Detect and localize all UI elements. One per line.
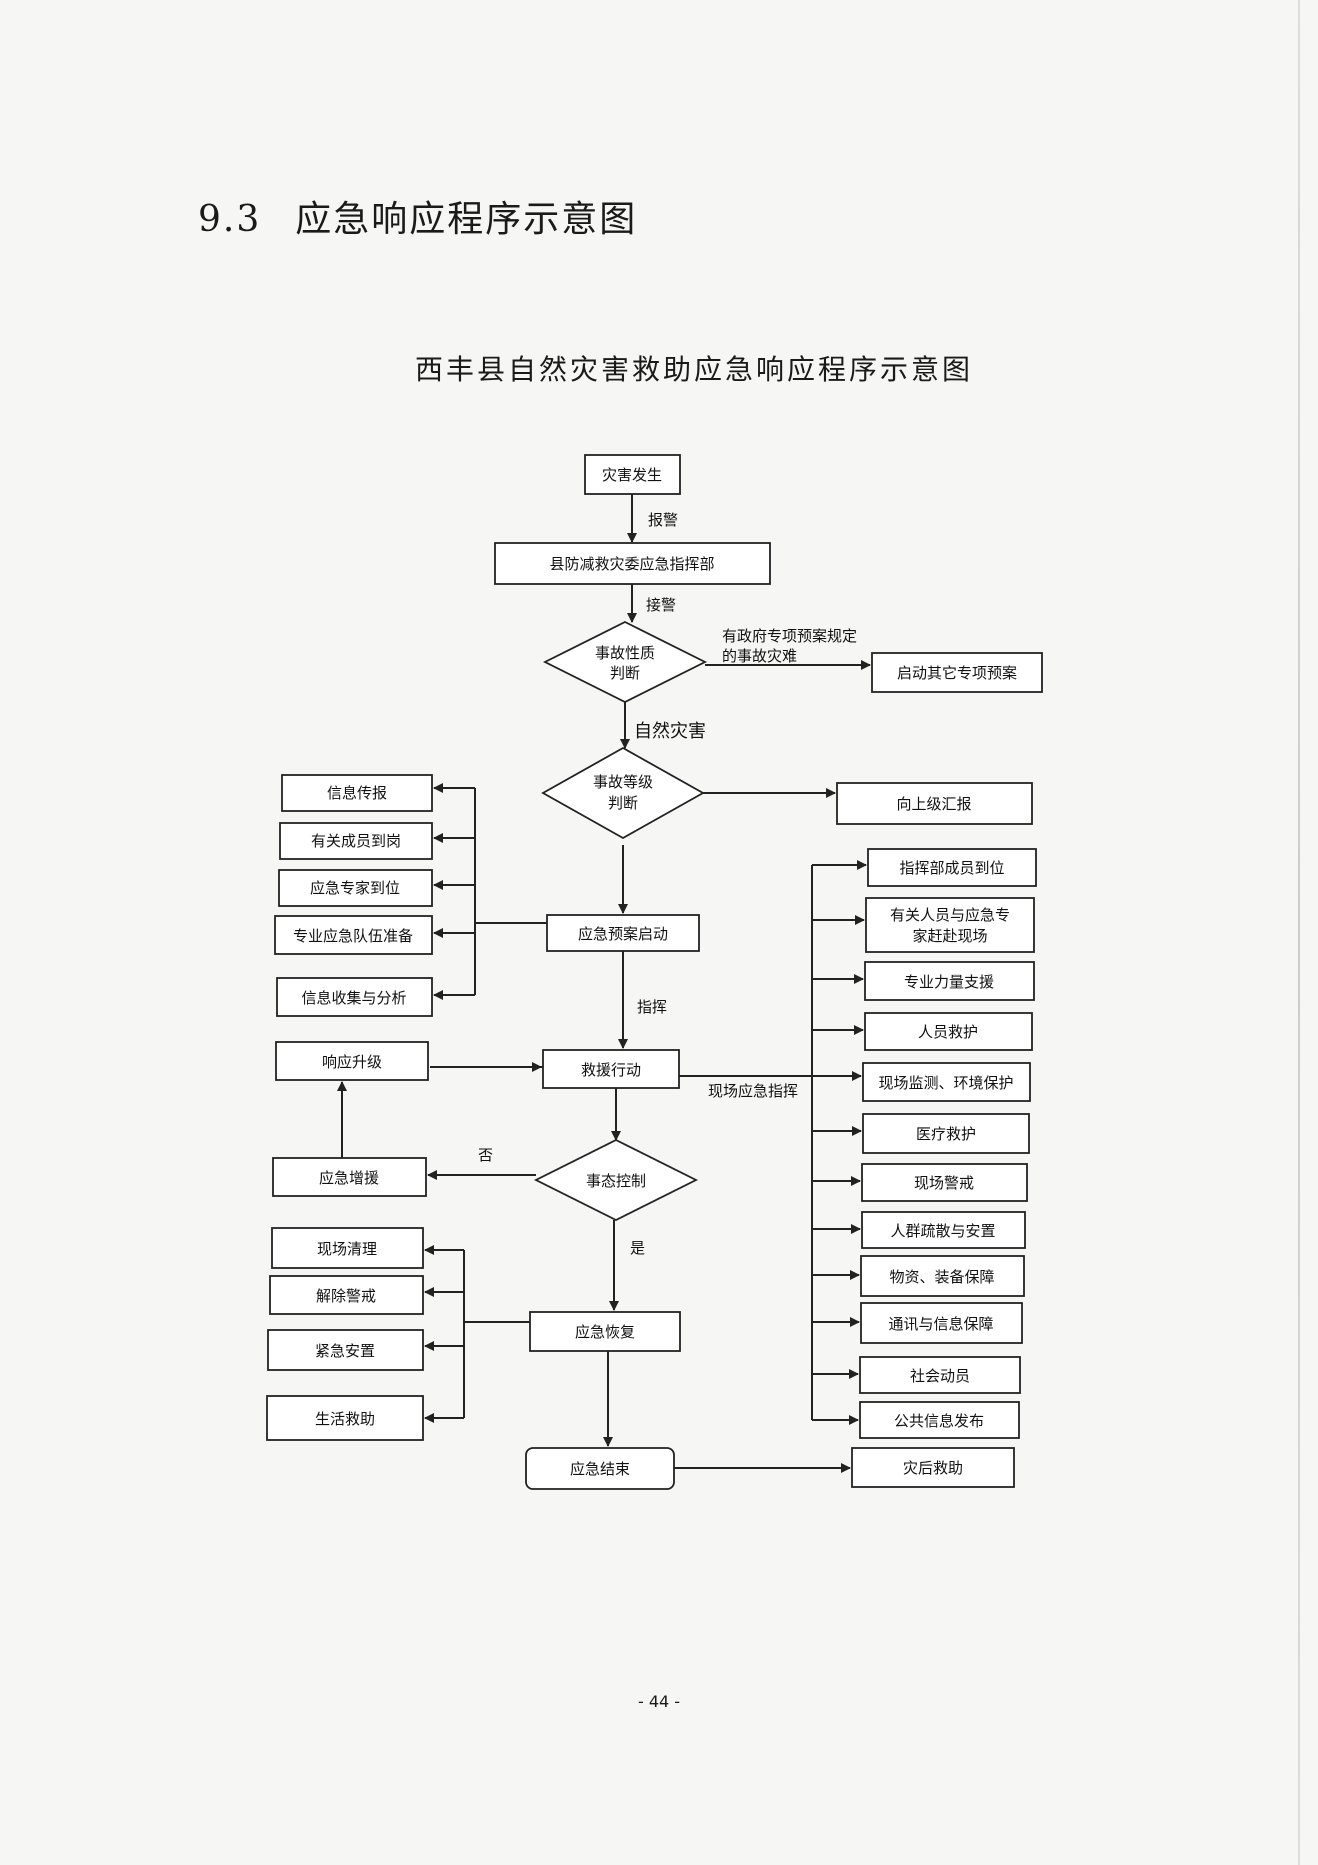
left-branch xyxy=(433,783,547,1000)
svg-text:现场警戒: 现场警戒 xyxy=(914,1174,974,1192)
svg-text:救援行动: 救援行动 xyxy=(581,1061,641,1079)
right-branch xyxy=(811,860,867,1425)
svg-text:人群疏散与安置: 人群疏散与安置 xyxy=(890,1222,995,1240)
left-item-2: 应急专家到位 xyxy=(278,869,433,907)
svg-text:县防减救灾委应急指挥部: 县防减救灾委应急指挥部 xyxy=(549,555,714,573)
right-item-10: 社会动员 xyxy=(859,1356,1021,1394)
svg-text:社会动员: 社会动员 xyxy=(910,1367,970,1385)
svg-text:公共信息发布: 公共信息发布 xyxy=(894,1412,984,1430)
node-disaster-occurs: 灾害发生 xyxy=(584,454,681,495)
node-rescue-action: 救援行动 xyxy=(542,1049,680,1089)
svg-text:医疗救护: 医疗救护 xyxy=(916,1125,976,1143)
label-yes: 是 xyxy=(630,1239,645,1257)
label-receive-alarm: 接警 xyxy=(646,596,676,614)
right-item-0: 指挥部成员到位 xyxy=(867,848,1037,887)
svg-text:紧急安置: 紧急安置 xyxy=(315,1342,375,1360)
svg-text:人员救护: 人员救护 xyxy=(918,1023,978,1041)
svg-text:有关人员与应急专: 有关人员与应急专 xyxy=(890,906,1010,924)
node-plan-start: 应急预案启动 xyxy=(546,914,700,952)
right-item-8: 物资、装备保障 xyxy=(860,1255,1025,1297)
svg-text:专业力量支援: 专业力量支援 xyxy=(904,973,994,991)
right-item-1: 有关人员与应急专 家赶赴现场 xyxy=(865,897,1035,953)
label-no: 否 xyxy=(478,1146,493,1164)
right-item-2: 专业力量支援 xyxy=(864,961,1035,1001)
page-edge xyxy=(1298,0,1300,1865)
label-command: 指挥 xyxy=(637,998,667,1016)
svg-text:信息收集与分析: 信息收集与分析 xyxy=(301,989,406,1007)
recovery-item-0: 现场清理 xyxy=(271,1227,424,1269)
node-county-hq: 县防减救灾委应急指挥部 xyxy=(494,542,771,585)
svg-text:应急结束: 应急结束 xyxy=(570,1460,630,1478)
svg-text:指挥部成员到位: 指挥部成员到位 xyxy=(899,859,1004,877)
label-gov-plan-2: 的事故灾难 xyxy=(722,647,797,665)
svg-text:生活救助: 生活救助 xyxy=(315,1410,375,1428)
label-onsite-command: 现场应急指挥 xyxy=(708,1082,798,1100)
svg-text:信息传报: 信息传报 xyxy=(327,784,387,802)
right-item-9: 通讯与信息保障 xyxy=(860,1302,1023,1344)
recovery-branch xyxy=(424,1245,530,1423)
svg-text:灾害发生: 灾害发生 xyxy=(602,466,662,484)
right-item-11: 公共信息发布 xyxy=(859,1401,1020,1439)
svg-text:解除警戒: 解除警戒 xyxy=(316,1287,376,1305)
left-item-1: 有关成员到岗 xyxy=(279,822,433,860)
label-natural-disaster: 自然灾害 xyxy=(634,721,706,742)
node-emergency-end: 应急结束 xyxy=(525,1447,675,1490)
left-item-3: 专业应急队伍准备 xyxy=(274,915,433,955)
section-number: 9.3 xyxy=(198,199,262,240)
page-number: - 44 - xyxy=(637,1692,681,1711)
node-emergency-recovery: 应急恢复 xyxy=(529,1311,681,1352)
svg-text:现场监测、环境保护: 现场监测、环境保护 xyxy=(878,1074,1013,1092)
svg-text:事态控制: 事态控制 xyxy=(586,1172,646,1190)
right-item-4: 现场监测、环境保护 xyxy=(862,1062,1031,1102)
section-heading: 9.3 应急响应程序示意图 xyxy=(198,190,637,242)
left-item-4: 信息收集与分析 xyxy=(276,977,433,1017)
right-item-3: 人员救护 xyxy=(864,1012,1033,1051)
recovery-item-2: 紧急安置 xyxy=(267,1329,424,1371)
svg-text:启动其它专项预案: 启动其它专项预案 xyxy=(897,664,1017,682)
svg-text:事故等级: 事故等级 xyxy=(593,773,653,791)
svg-text:向上级汇报: 向上级汇报 xyxy=(896,795,971,813)
node-response-upgrade: 响应升级 xyxy=(275,1041,429,1081)
node-other-plans: 启动其它专项预案 xyxy=(871,652,1043,693)
right-item-5: 医疗救护 xyxy=(862,1113,1030,1154)
svg-text:判断: 判断 xyxy=(610,664,640,682)
svg-text:事故性质: 事故性质 xyxy=(595,644,655,662)
svg-text:应急增援: 应急增援 xyxy=(319,1169,379,1187)
svg-text:灾后救助: 灾后救助 xyxy=(903,1459,963,1477)
left-item-0: 信息传报 xyxy=(281,774,433,812)
svg-text:有关成员到岗: 有关成员到岗 xyxy=(311,832,401,850)
label-gov-plan-1: 有政府专项预案规定 xyxy=(722,627,857,645)
svg-text:应急专家到位: 应急专家到位 xyxy=(310,879,400,897)
right-item-6: 现场警戒 xyxy=(861,1163,1028,1202)
svg-text:现场清理: 现场清理 xyxy=(317,1240,377,1258)
section-title: 应急响应程序示意图 xyxy=(295,199,638,240)
svg-text:家赶赴现场: 家赶赴现场 xyxy=(912,927,987,945)
svg-text:物资、装备保障: 物资、装备保障 xyxy=(889,1268,994,1286)
node-post-disaster: 灾后救助 xyxy=(851,1447,1015,1488)
diagram-title: 西丰县自然灾害救助应急响应程序示意图 xyxy=(415,353,974,386)
node-reinforce: 应急增援 xyxy=(272,1157,427,1197)
recovery-item-3: 生活救助 xyxy=(266,1395,424,1441)
label-report-alarm: 报警 xyxy=(648,511,678,529)
svg-text:通讯与信息保障: 通讯与信息保障 xyxy=(888,1315,993,1333)
svg-text:应急预案启动: 应急预案启动 xyxy=(578,925,668,943)
svg-text:判断: 判断 xyxy=(608,794,638,812)
svg-text:应急恢复: 应急恢复 xyxy=(575,1323,635,1341)
svg-text:响应升级: 响应升级 xyxy=(322,1053,382,1071)
node-situation-control: 事态控制 xyxy=(533,1138,699,1222)
node-nature-judge: 事故性质 判断 xyxy=(542,620,708,704)
svg-text:专业应急队伍准备: 专业应急队伍准备 xyxy=(293,927,413,945)
node-report-up: 向上级汇报 xyxy=(836,782,1033,825)
node-level-judge: 事故等级 判断 xyxy=(541,746,705,840)
right-item-7: 人群疏散与安置 xyxy=(861,1211,1026,1249)
recovery-item-1: 解除警戒 xyxy=(269,1275,424,1315)
